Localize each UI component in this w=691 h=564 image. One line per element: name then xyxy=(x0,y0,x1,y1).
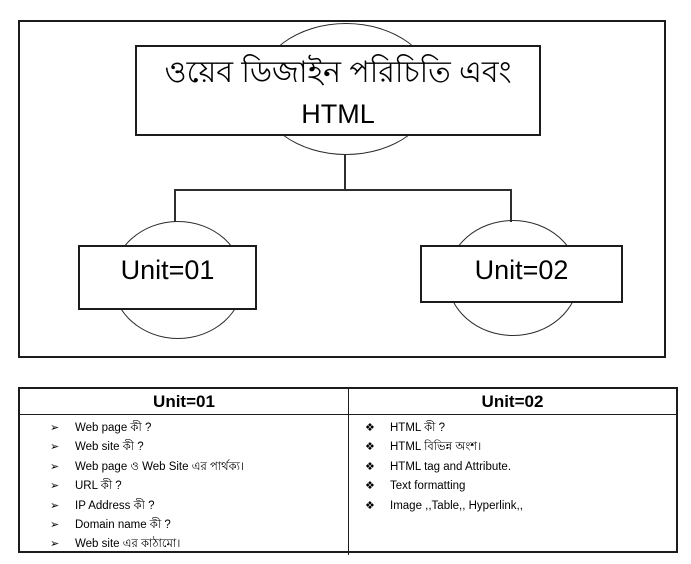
unit1-label: Unit=01 xyxy=(120,255,215,285)
diamond-bullet-icon: ❖ xyxy=(365,441,375,454)
arrow-bullet-icon: ➢ xyxy=(50,441,60,454)
diamond-bullet-icon: ❖ xyxy=(365,499,375,512)
arrow-bullet-icon: ➢ xyxy=(50,480,60,493)
list-item-text: Image ,,Table,, Hyperlink,, xyxy=(390,499,523,512)
arrow-bullet-icon: ➢ xyxy=(50,519,60,532)
connector-horizontal-line xyxy=(174,189,512,191)
list-item: ➢ Web page ও Web Site এর পার্থক্য। xyxy=(20,458,348,477)
list-item-text: Web site কী ? xyxy=(75,441,144,454)
list-item-text: HTML কী ? xyxy=(390,422,445,434)
table-header-unit2: Unit=02 xyxy=(348,389,676,415)
title-line-2: HTML xyxy=(301,98,375,129)
arrow-bullet-icon: ➢ xyxy=(50,538,60,551)
list-item-text: Web site এর কাঠামো। xyxy=(75,538,181,551)
list-item: ➢ URL কী ? xyxy=(20,477,348,496)
list-item-text: Domain name কী ? xyxy=(75,519,171,532)
arrow-bullet-icon: ➢ xyxy=(50,422,60,434)
arrow-bullet-icon: ➢ xyxy=(50,499,60,512)
diagram-panel: ওয়েব ডিজাইন পরিচিতি এবং HTML Unit=01 Un… xyxy=(18,20,666,358)
units-table: Unit=01 Unit=02 ➢ Web page কী ? ➢ Web si… xyxy=(18,387,678,555)
unit2-node: Unit=02 xyxy=(420,245,623,303)
diamond-bullet-icon: ❖ xyxy=(365,422,375,434)
unit2-label: Unit=02 xyxy=(474,255,569,285)
list-item: ➢ Domain name কী ? xyxy=(20,516,348,535)
connector-vertical-stub xyxy=(344,154,346,191)
list-item: ❖ HTML বিভিন্ন অংশ। xyxy=(349,438,676,457)
title-line-1: ওয়েব ডিজাইন পরিচিতি এবং xyxy=(164,55,512,89)
list-item-text: HTML tag and Attribute. xyxy=(390,460,512,473)
list-item-text: HTML বিভিন্ন অংশ। xyxy=(390,441,482,454)
list-item-text: URL কী ? xyxy=(75,480,122,493)
title-box: ওয়েব ডিজাইন পরিচিতি এবং HTML xyxy=(135,45,541,136)
list-item-text: Text formatting xyxy=(390,480,466,493)
diamond-bullet-icon: ❖ xyxy=(365,460,375,473)
table-header-unit1: Unit=01 xyxy=(20,389,348,415)
list-item: ➢ Web site কী ? xyxy=(20,438,348,457)
list-item-text: Web page ও Web Site এর পার্থক্য। xyxy=(75,460,245,473)
connector-right-drop xyxy=(510,189,512,222)
unit1-topics-cell: ➢ Web page কী ? ➢ Web site কী ? ➢ Web pa… xyxy=(20,415,348,555)
list-item: ❖ HTML কী ? xyxy=(349,419,676,438)
unit2-topics-cell: ❖ HTML কী ? ❖ HTML বিভিন্ন অংশ। ❖ HTML t… xyxy=(348,415,676,555)
list-item-text: Web page কী ? xyxy=(75,422,152,434)
connector-left-drop xyxy=(174,189,176,222)
list-item-text: IP Address কী ? xyxy=(75,499,155,512)
arrow-bullet-icon: ➢ xyxy=(50,460,60,473)
list-item: ❖ HTML tag and Attribute. xyxy=(349,458,676,477)
list-item: ❖ Image ,,Table,, Hyperlink,, xyxy=(349,497,676,516)
list-item: ➢ Web site এর কাঠামো। xyxy=(20,535,348,554)
list-item: ➢ IP Address কী ? xyxy=(20,497,348,516)
list-item: ❖ Text formatting xyxy=(349,477,676,496)
diamond-bullet-icon: ❖ xyxy=(365,480,375,493)
unit1-node: Unit=01 xyxy=(78,245,257,310)
list-item: ➢ Web page কী ? xyxy=(20,419,348,438)
